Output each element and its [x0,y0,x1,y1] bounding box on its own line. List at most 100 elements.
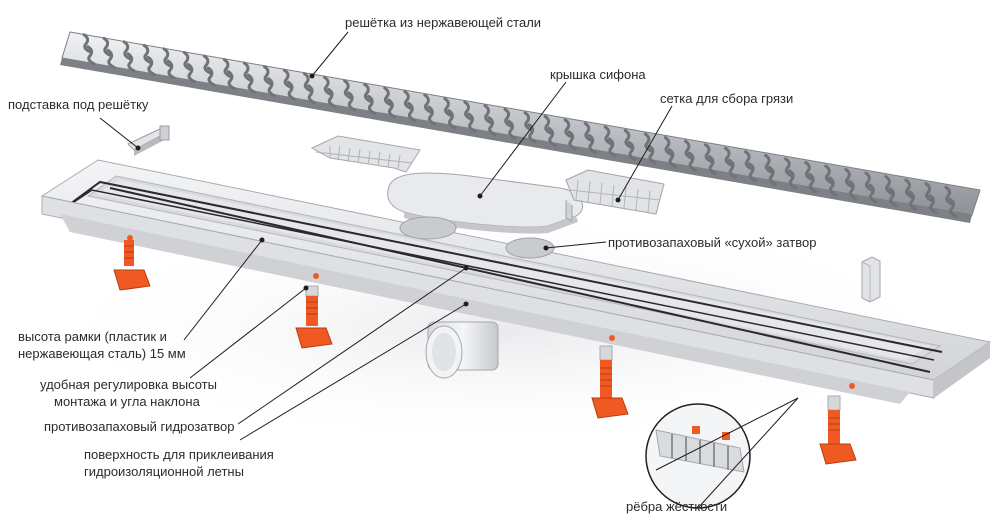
grate-slot [483,104,493,125]
grate-slot [723,146,733,167]
label-ribs: рёбра жёсткости [626,499,728,514]
drain-channel [40,159,992,404]
grate-slot [242,61,252,82]
grate-slot [924,182,934,203]
grate-slot [944,185,954,206]
grate-slot [824,164,834,185]
grate-slot [86,45,96,66]
grate-slot [443,97,453,118]
label-dirt-mesh: сетка для сбора грязи [660,91,794,106]
dirt-mesh-left [310,135,421,173]
grate-slot [563,118,573,139]
grate-slot [623,129,633,149]
label-siphon-cover: крышка сифона [550,67,646,82]
grate-slot [447,109,457,130]
grate-slot [266,77,276,98]
grate-slot [607,137,617,158]
grate-slot [567,130,577,151]
grate-slot [627,141,637,161]
grate-slot [282,68,292,89]
grate-slot [543,114,553,135]
grate-slot [363,82,373,103]
grate-slot [707,155,717,176]
grate-slot [667,148,677,169]
grate-slot [768,165,778,186]
grate-slot [307,84,317,105]
grate-slot [848,180,858,200]
grate-slot [844,168,854,188]
siphon-cover [387,172,584,234]
grate-slot [523,111,533,132]
label-frame-height-1: высота рамки (пластик и [18,329,167,344]
grate-slot [202,54,212,75]
grate-slot [102,36,112,57]
dry-seal-right [505,237,555,259]
grate-slot [186,63,196,83]
grate-slot [467,112,477,133]
grate-slot [407,102,417,122]
grate-slot [166,59,176,80]
label-height-adjust-2: монтажа и угла наклона [54,394,200,409]
grate-slot [703,143,713,164]
grate-slot [587,133,597,154]
grate-slot [487,116,497,137]
leader-lines [99,31,799,509]
grate-slot [423,93,433,114]
foot-1 [113,240,151,291]
grate-slot [764,153,774,174]
label-adhesion-surface-1: поверхность для приклеивания [84,447,274,462]
label-water-seal: противозапаховый гидрозатвор [44,419,235,434]
grate-slot [948,197,958,218]
grate-slot [748,162,758,183]
dry-seal-left [399,216,457,240]
grate-slot [727,158,737,179]
dirt-mesh-right [565,169,665,222]
grate-slot [106,48,116,69]
label-adhesion-surface-2: гидроизоляционной летны [84,464,244,479]
grate-slot [142,43,152,64]
grate-slot [323,75,333,96]
grate-stand-right [861,256,881,303]
grate-slot [427,105,437,126]
grate-slot [904,178,914,199]
grate-slot [603,125,613,146]
grate-slot [343,79,353,100]
grate-slot [286,80,296,101]
ribs-detail-magnifier [645,403,751,509]
grate-slot [303,72,313,93]
stainless-grate [60,31,981,223]
grate-slot [383,86,393,107]
grate-slot [663,136,673,157]
grate-slot [804,160,814,181]
grate-slot [868,183,878,204]
grate-slot [162,47,172,68]
grate-slot [928,194,938,215]
grate-slot [744,150,754,171]
grate-slot [206,66,216,87]
grate-slot [262,65,272,86]
grate-slot [864,171,874,192]
grate-slot [226,70,236,91]
grate-slot [908,190,918,211]
grate-slot [828,176,838,197]
grate-slot [222,58,232,79]
grate-slot [327,87,337,108]
label-dry-seal: противозапаховый «сухой» затвор [608,235,817,250]
grate-slot [387,98,397,119]
grate-slot [246,73,256,94]
grate-stand [127,125,170,156]
grate-slot [888,187,898,208]
grate-slot [347,91,357,112]
foot-2 [295,285,333,349]
foot-3 [591,345,629,419]
grate-slot [683,139,693,160]
grate-slot [788,169,798,190]
grate-slot [687,151,697,172]
label-grate-stand: подставка под решётку [8,97,149,112]
foot-4 [819,395,857,465]
grate-slot [583,121,593,142]
grate-slot [647,144,657,165]
grate-slot [503,107,513,128]
grate-slot [463,100,473,121]
label-grate: решётка из нержавеющей стали [345,15,542,30]
